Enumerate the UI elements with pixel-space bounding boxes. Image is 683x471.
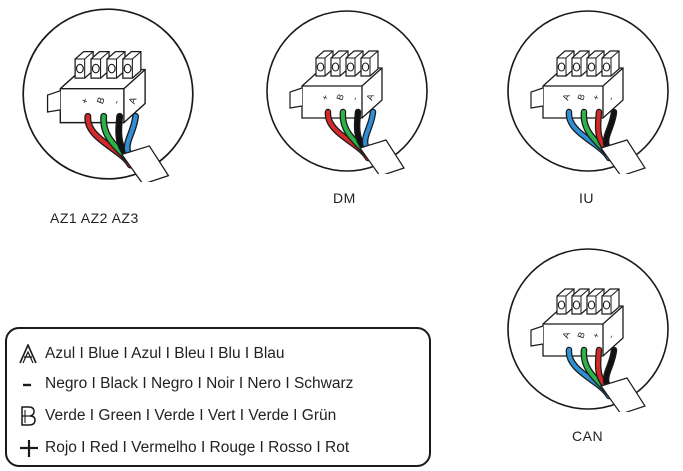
symbol-a-icon bbox=[19, 344, 45, 364]
screw-tower-edge bbox=[572, 50, 590, 76]
plug-edges bbox=[543, 67, 624, 118]
screw-tower-edge bbox=[587, 288, 605, 314]
screw-tower-edge bbox=[557, 50, 575, 76]
screw-head bbox=[572, 300, 581, 310]
legend-text-green: Verde I Green I Verde I Vert I Verde I G… bbox=[45, 407, 337, 424]
plug-edges bbox=[60, 69, 146, 123]
legend-row-green: Verde I Green I Verde I Vert I Verde I G… bbox=[19, 405, 336, 427]
terminal-label: - bbox=[111, 99, 122, 106]
cable-sheath bbox=[600, 139, 646, 177]
connector-az: + B-A bbox=[20, 6, 196, 185]
connector-group: + B-A bbox=[266, 10, 428, 177]
caption-dm: DM bbox=[333, 190, 356, 206]
screw-tower-edge bbox=[91, 51, 110, 79]
terminal-label: A bbox=[560, 331, 571, 340]
cable-sheath bbox=[120, 145, 170, 185]
screw-tower-edge bbox=[361, 50, 379, 76]
connector-dm: + B-A bbox=[264, 8, 430, 177]
plug-latch bbox=[289, 87, 303, 109]
screw-head bbox=[75, 63, 84, 74]
terminal-label: B bbox=[575, 331, 586, 340]
legend-text-black: Negro I Black I Negro I Noir I Nero I Sc… bbox=[45, 375, 354, 392]
screw-head bbox=[346, 62, 355, 72]
terminal-label: + bbox=[590, 93, 601, 101]
screw-head bbox=[557, 300, 566, 310]
plug-latch bbox=[530, 325, 544, 347]
legend-row-black: Negro I Black I Negro I Noir I Nero I Sc… bbox=[19, 373, 353, 395]
terminal-label: A bbox=[560, 93, 571, 102]
screw-tower-edge bbox=[602, 288, 620, 314]
terminal-label: + bbox=[319, 93, 330, 101]
cable-sheath bbox=[359, 139, 405, 177]
legend-text-blue: Azul I Blue I Azul I Bleu I Blu I Blau bbox=[45, 345, 285, 362]
screw-head bbox=[587, 300, 596, 310]
terminal-label: - bbox=[605, 333, 615, 339]
terminal-label: A bbox=[364, 93, 375, 102]
terminal-label: + bbox=[79, 96, 91, 105]
screw-tower-edge bbox=[316, 50, 334, 76]
plug-latch bbox=[46, 90, 61, 113]
connector-dm-drawing: + B-A bbox=[266, 10, 428, 177]
minus-icon bbox=[19, 374, 45, 394]
screw-head bbox=[572, 62, 581, 72]
screw-tower-edge bbox=[602, 50, 620, 76]
screw-tower-edge bbox=[587, 50, 605, 76]
caption-az: AZ1 AZ2 AZ3 bbox=[50, 210, 139, 226]
screw-tower-edge bbox=[346, 50, 364, 76]
caption-can: CAN bbox=[572, 428, 604, 444]
terminal-label: - bbox=[605, 95, 615, 101]
screw-tower-edge bbox=[75, 51, 94, 79]
connector-group: + B-A bbox=[22, 8, 194, 185]
legend-text-red: Rojo I Red I Vermelho I Rouge I Rosso I … bbox=[45, 439, 350, 456]
legend-row-blue: Azul I Blue I Azul I Bleu I Blu I Blau bbox=[19, 343, 285, 365]
plug-edges bbox=[302, 67, 383, 118]
terminal-label: A bbox=[127, 95, 140, 105]
color-legend: Azul I Blue I Azul I Bleu I Blu I Blau N… bbox=[5, 327, 431, 467]
caption-iu: IU bbox=[579, 190, 594, 206]
terminal-label: B bbox=[575, 93, 586, 102]
symbol-b-icon bbox=[19, 406, 45, 426]
terminal-label: + bbox=[590, 331, 601, 339]
screw-head bbox=[587, 62, 596, 72]
screw-tower-edge bbox=[122, 51, 142, 79]
screw-head bbox=[107, 63, 116, 74]
legend-row-red: Rojo I Red I Vermelho I Rouge I Rosso I … bbox=[19, 437, 349, 459]
plus-icon bbox=[19, 438, 45, 458]
terminal-label: B bbox=[334, 93, 345, 102]
screw-head bbox=[123, 63, 132, 74]
screw-tower-edge bbox=[106, 51, 126, 79]
screw-head bbox=[316, 62, 325, 72]
terminal-label: - bbox=[349, 95, 359, 101]
screw-tower-edge bbox=[557, 288, 575, 314]
screw-tower-edge bbox=[572, 288, 590, 314]
screw-head bbox=[361, 62, 370, 72]
plug-latch bbox=[530, 87, 544, 109]
connector-az-drawing: + B-A bbox=[22, 8, 194, 185]
screw-head bbox=[602, 62, 611, 72]
cable-sheath bbox=[600, 377, 646, 415]
screw-tower-edge bbox=[331, 50, 349, 76]
screw-head bbox=[91, 63, 100, 74]
plug-edges bbox=[543, 305, 624, 356]
screw-head bbox=[557, 62, 566, 72]
terminal-label: B bbox=[95, 96, 108, 106]
screw-head bbox=[331, 62, 340, 72]
screw-head bbox=[602, 300, 611, 310]
